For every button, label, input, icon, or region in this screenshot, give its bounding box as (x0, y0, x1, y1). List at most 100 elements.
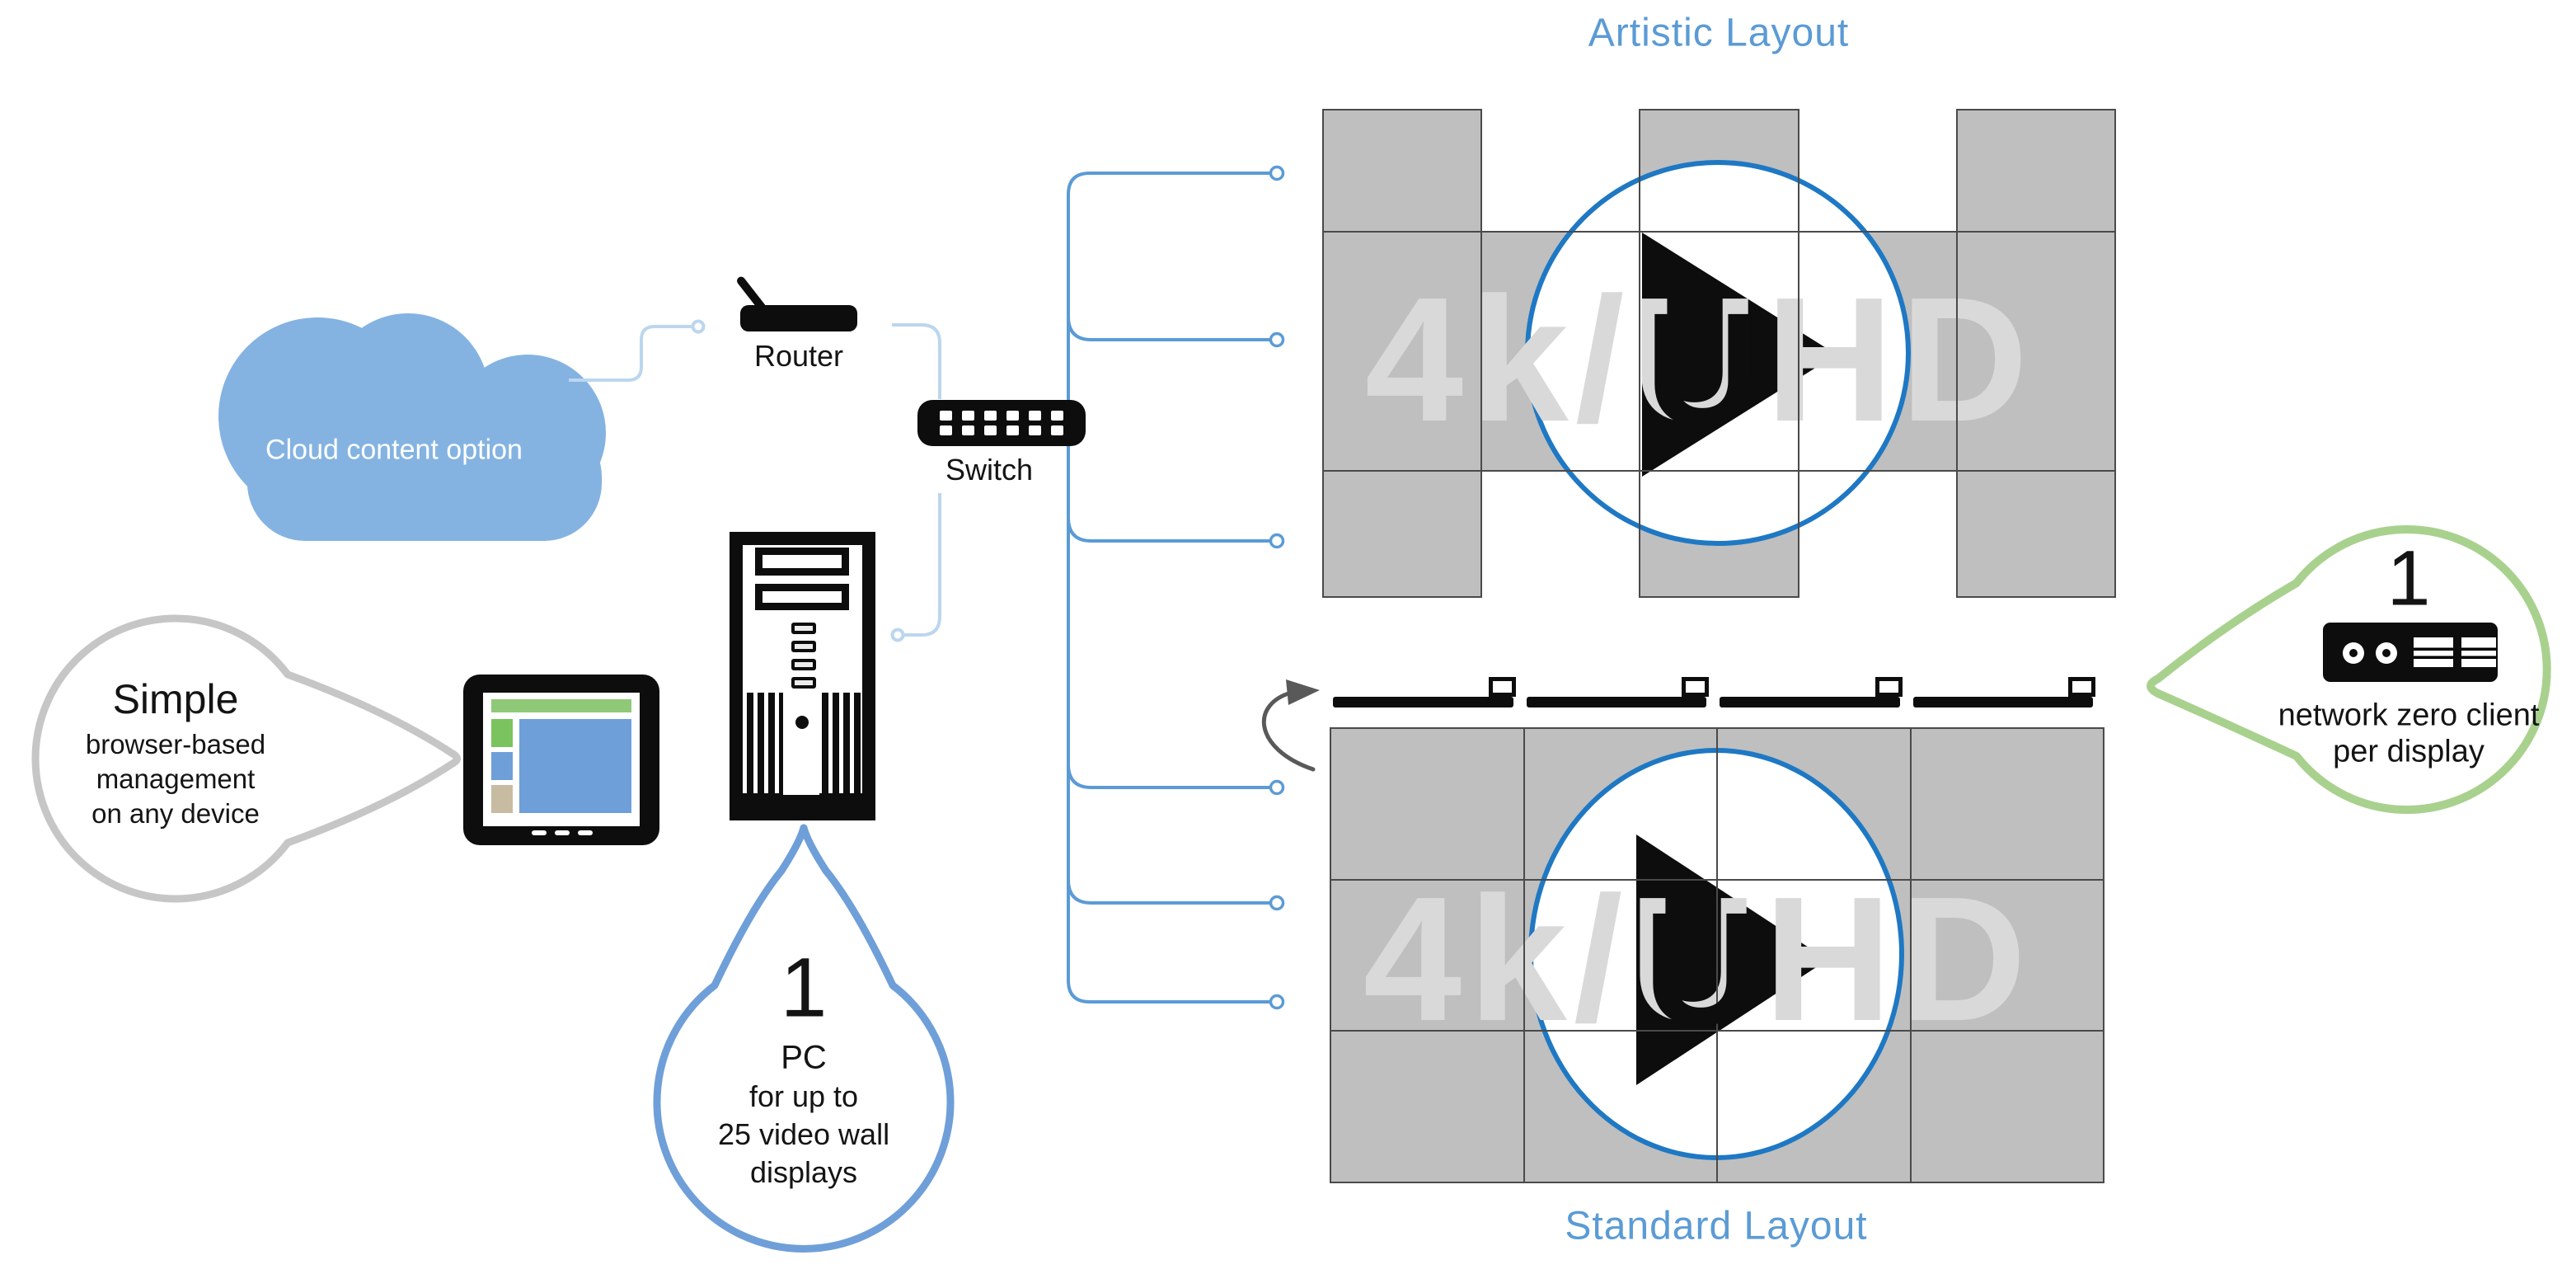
switch-port (1006, 411, 1019, 421)
zero-client-round-port (2343, 642, 2364, 664)
standard-display-cell (1330, 727, 1525, 881)
artistic-display-cell-border (1322, 109, 1483, 233)
artistic-display-cell-border (1955, 470, 2116, 598)
switch-port (940, 411, 952, 421)
standard-layout-title: Standard Layout (1565, 1204, 1868, 1248)
cloud-icon (218, 313, 606, 541)
router-label: Router (753, 339, 844, 373)
lan-link-lines (569, 319, 941, 642)
pc-power-button (795, 716, 809, 729)
standard-display-cell-border (1330, 1030, 1525, 1184)
router-icon (740, 305, 857, 331)
artistic-layout-title: Artistic Layout (1588, 11, 1850, 55)
standard-display-cell-border (1909, 727, 2104, 881)
branch-line (1067, 764, 1270, 789)
bubble-title: Simple (112, 676, 239, 722)
tablet-sidebar-block (491, 785, 513, 813)
artistic-display-cell-border (1480, 231, 1641, 472)
artistic-display-cell-border (1322, 231, 1483, 472)
standard-display-cell (1330, 1030, 1525, 1184)
artistic-watermark: 4k/UHD (1364, 260, 2035, 458)
standard-display-cell-border (1330, 727, 1525, 881)
play-logo-letter: U (1645, 280, 1762, 459)
pc-drive-bay (755, 584, 849, 610)
standard-display-cell (1330, 878, 1525, 1032)
cloud-label: Cloud content option (265, 434, 523, 466)
artistic-display-cell-border (1955, 231, 2116, 472)
branch-line (1067, 879, 1270, 905)
pc-balloon-line: 25 video wall (717, 1117, 890, 1151)
tablet-sidebar-block (491, 719, 513, 747)
switch-port (1051, 425, 1063, 435)
cloud-to-router-line (569, 325, 692, 382)
pc-balloon-line: PC (781, 1039, 827, 1076)
standard-display-cell-border (1330, 878, 1525, 1032)
pc-balloon-line: displays (749, 1155, 858, 1189)
display-mount-bar (1526, 697, 1706, 707)
pc-drive-bay (755, 548, 849, 576)
display-mount-bar (1333, 697, 1513, 707)
trunk-line (1067, 172, 1270, 1004)
standard-display-cell-border (1523, 727, 1718, 881)
bubble-line: browser-based (85, 729, 266, 759)
pc-port (791, 659, 816, 670)
standard-display-cell-border (1909, 1030, 2104, 1184)
simple-bubble-shape (31, 614, 461, 903)
branch-line (1067, 316, 1270, 341)
zero-client-marker (1682, 677, 1709, 697)
tablet-sidebar-block (491, 752, 513, 780)
artistic-display-cell-border (1797, 231, 1958, 472)
tablet-home-dash (532, 830, 547, 835)
zero-client-usb-port (2461, 637, 2496, 667)
switch-port (1029, 425, 1041, 435)
zero-client-round-port (2376, 642, 2397, 664)
artistic-display-cell-border (1322, 470, 1483, 598)
zero-client-line: network zero client (2278, 698, 2540, 733)
tablet-home-dash (578, 830, 593, 835)
tablet-content-area (519, 719, 631, 813)
pc-balloon-shape (653, 824, 955, 1253)
switch-port (1029, 411, 1041, 421)
display-mount-bar (1912, 697, 2093, 707)
switch-port (984, 411, 997, 421)
pc-balloon-line: for up to (748, 1079, 859, 1113)
tablet-browser-topbar (491, 699, 631, 712)
pc-port (791, 623, 816, 634)
switch-label: Switch (945, 453, 1034, 487)
zero-client-marker (2068, 677, 2095, 697)
zero-client-marker (1875, 677, 1903, 697)
branch-end-nodes (1269, 165, 1285, 1010)
pc-port (791, 677, 816, 689)
standard-display-cell-border (1909, 878, 2104, 1032)
standard-watermark: 4k/UHD (1363, 859, 2034, 1058)
switch-to-pc-line (904, 493, 941, 637)
standard-display-cell-border (1716, 727, 1912, 881)
standard-display-cell (1909, 727, 2104, 881)
branch-line (1067, 517, 1270, 543)
play-logo-letter: U (1643, 879, 1760, 1059)
switch-port (1051, 411, 1063, 421)
pc-port (791, 641, 816, 652)
pc-count: 1 (780, 940, 828, 1035)
artistic-display-cell-border (1639, 470, 1799, 598)
artistic-display-cell-border (1955, 109, 2116, 233)
artistic-display-cell (1322, 231, 1483, 472)
zero-client-marker (1488, 677, 1516, 697)
display-link-lines (1067, 165, 1285, 1010)
artistic-display-cell (1322, 470, 1483, 598)
zero-client-count: 1 (2386, 534, 2431, 623)
router-to-switch-line (892, 323, 941, 399)
switch-port (962, 411, 974, 421)
tablet-home-dash (555, 830, 570, 835)
switch-port (1006, 425, 1019, 435)
switch-port (940, 425, 952, 435)
switch-port (984, 425, 997, 435)
artistic-display-cell (1955, 231, 2116, 472)
connector-node (691, 319, 706, 334)
display-mount-bar (1720, 697, 1900, 707)
switch-icon (917, 400, 1086, 446)
standard-display-cell (1909, 878, 2104, 1032)
artistic-display-cell-border (1639, 109, 1799, 233)
